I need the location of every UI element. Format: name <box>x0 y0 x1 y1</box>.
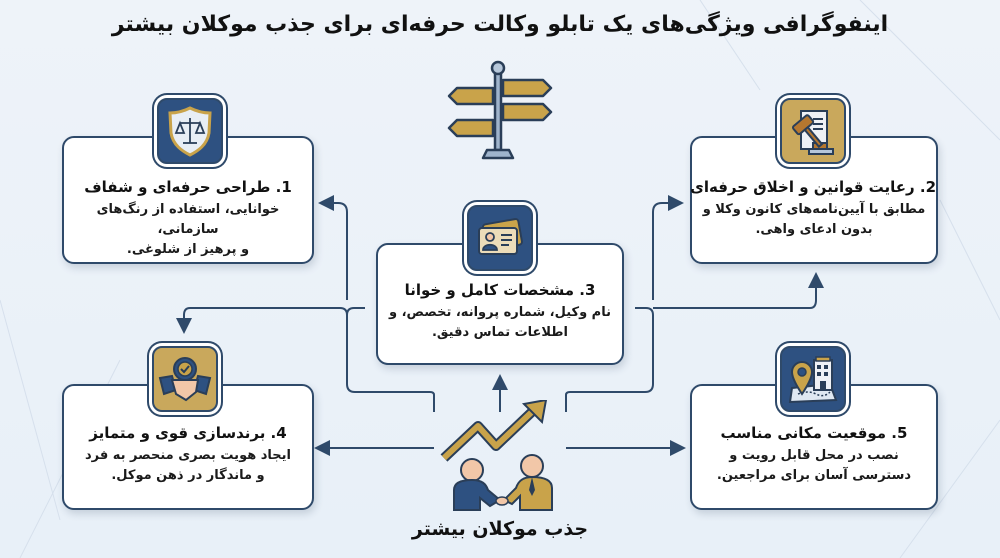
card-description-line: اطلاعات تماس دقیق. <box>431 325 568 341</box>
center-label: جذب موکلان بیشتر <box>411 518 589 540</box>
id-card-icon <box>467 205 533 271</box>
shield-scales-icon <box>157 98 223 164</box>
card-description-line: نام وکیل، شماره پروانه، تخصص، و <box>389 305 611 320</box>
page-title: اینفوگرافی ویژگی‌های یک تابلو وکالت حرفه… <box>111 12 889 37</box>
card-description-line: دسترسی آسان برای مراجعین. <box>716 468 912 484</box>
feature-card-2: 2. رعایت قوانین و اخلاق حرفه‌ای مطابق با… <box>690 136 938 264</box>
card-description-line: و پرهیز از شلوغی. <box>126 242 250 258</box>
signpost-icon <box>447 60 553 160</box>
feature-card-1: 1. طراحی حرفه‌ای و شفاف خوانایی، استفاده… <box>62 136 314 264</box>
card-description-line: خوانایی، استفاده از رنگ‌های سازمانی، <box>96 202 280 238</box>
card-heading: 5. موقعیت مکانی مناسب <box>720 424 908 442</box>
card-description-line: و ماندگار در ذهن موکل. <box>111 468 265 484</box>
card-description-line: مطابق با آیین‌نامه‌های کانون وکلا و <box>702 202 926 217</box>
card-heading: 2. رعایت قوانین و اخلاق حرفه‌ای <box>690 178 936 196</box>
card-heading: 4. برندسازی قوی و متمایز <box>89 424 287 442</box>
handshake-badge-icon <box>152 346 218 412</box>
card-heading: 1. طراحی حرفه‌ای و شفاف <box>84 178 292 196</box>
card-description-line: نصب در محل قابل رویت و <box>729 448 899 463</box>
card-description-line: ایجاد هویت بصری منحصر به فرد <box>84 448 292 463</box>
location-building-icon <box>780 346 846 412</box>
handshake-growth-icon <box>440 400 553 511</box>
card-heading: 3. مشخصات کامل و خوانا <box>404 281 596 299</box>
card-description-line: بدون ادعای واهی. <box>755 222 873 238</box>
gavel-document-icon <box>780 98 846 164</box>
